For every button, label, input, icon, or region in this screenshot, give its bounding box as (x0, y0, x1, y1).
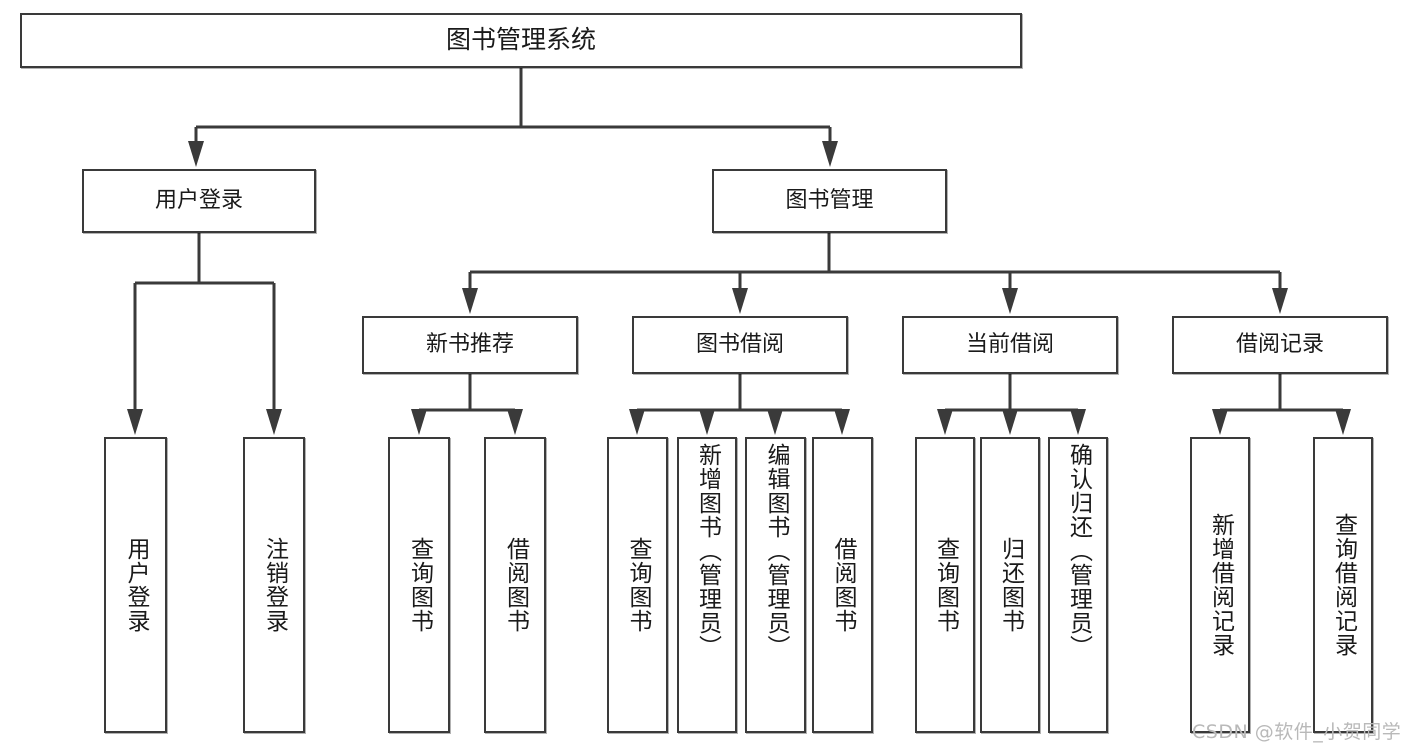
arrow-head-icon (507, 409, 523, 435)
node-leaf-add-book[interactable]: 新增图书（管理员） (677, 437, 737, 733)
node-leaf-edit-book[interactable]: 编辑图书（管理员） (745, 437, 806, 733)
node-label: 查询图书 (406, 537, 433, 633)
node-leaf-query-book-rec[interactable]: 查询图书 (388, 437, 450, 733)
arrow-head-icon (1335, 409, 1351, 435)
node-label: 编辑图书（管理员） (763, 443, 789, 659)
arrow-head-icon (699, 409, 715, 435)
node-leaf-query-record[interactable]: 查询借阅记录 (1313, 437, 1373, 733)
node-label: 注销登录 (261, 537, 288, 633)
node-leaf-borrow-book-bor[interactable]: 借阅图书 (812, 437, 873, 733)
arrow-head-icon (188, 141, 204, 167)
node-leaf-add-record[interactable]: 新增借阅记录 (1190, 437, 1250, 733)
node-current-borrow[interactable]: 当前借阅 (902, 316, 1118, 374)
node-book-mgmt[interactable]: 图书管理 (712, 169, 947, 233)
node-label: 新增图书（管理员） (694, 443, 721, 659)
node-leaf-confirm-return[interactable]: 确认归还（管理员） (1048, 437, 1108, 733)
node-leaf-return-book[interactable]: 归还图书 (980, 437, 1040, 733)
node-label: 图书管理系统 (445, 25, 596, 55)
arrow-head-icon (411, 409, 427, 435)
node-label: 图书管理 (785, 188, 874, 214)
node-label: 查询借阅记录 (1330, 513, 1357, 657)
arrow-head-icon (1272, 288, 1288, 314)
node-label: 查询图书 (932, 537, 959, 633)
arrow-head-icon (767, 409, 783, 435)
node-label: 借阅记录 (1235, 332, 1324, 358)
arrow-head-icon (822, 141, 838, 167)
arrow-head-icon (1002, 409, 1018, 435)
node-label: 新增借阅记录 (1207, 513, 1234, 657)
arrow-head-icon (127, 409, 143, 435)
arrow-head-icon (732, 288, 748, 314)
node-label: 借阅图书 (502, 537, 529, 633)
arrow-head-icon (834, 409, 850, 435)
node-leaf-query-book-bor[interactable]: 查询图书 (607, 437, 668, 733)
node-new-book-rec[interactable]: 新书推荐 (362, 316, 578, 374)
edge-group (127, 68, 1351, 435)
node-label: 归还图书 (997, 537, 1024, 633)
node-leaf-query-book-cur[interactable]: 查询图书 (915, 437, 975, 733)
node-root[interactable]: 图书管理系统 (20, 13, 1022, 68)
node-label: 查询图书 (625, 537, 651, 633)
node-label: 用户登录 (154, 188, 243, 214)
arrow-head-icon (629, 409, 645, 435)
node-label: 用户登录 (123, 537, 149, 633)
node-leaf-logout[interactable]: 注销登录 (243, 437, 305, 733)
arrow-head-icon (266, 409, 282, 435)
arrow-head-icon (1070, 409, 1086, 435)
node-user-login[interactable]: 用户登录 (82, 169, 316, 233)
node-label: 确认归还（管理员） (1065, 443, 1092, 659)
node-leaf-user-login[interactable]: 用户登录 (104, 437, 167, 733)
arrow-head-icon (1002, 288, 1018, 314)
arrow-head-icon (1212, 409, 1228, 435)
node-label: 新书推荐 (425, 332, 514, 358)
node-label: 图书借阅 (695, 332, 784, 358)
node-borrow-record[interactable]: 借阅记录 (1172, 316, 1388, 374)
node-leaf-borrow-book-rec[interactable]: 借阅图书 (484, 437, 546, 733)
node-label: 借阅图书 (830, 537, 856, 633)
arrow-head-icon (937, 409, 953, 435)
node-book-borrow[interactable]: 图书借阅 (632, 316, 848, 374)
arrow-head-icon (462, 288, 478, 314)
node-label: 当前借阅 (965, 332, 1054, 358)
